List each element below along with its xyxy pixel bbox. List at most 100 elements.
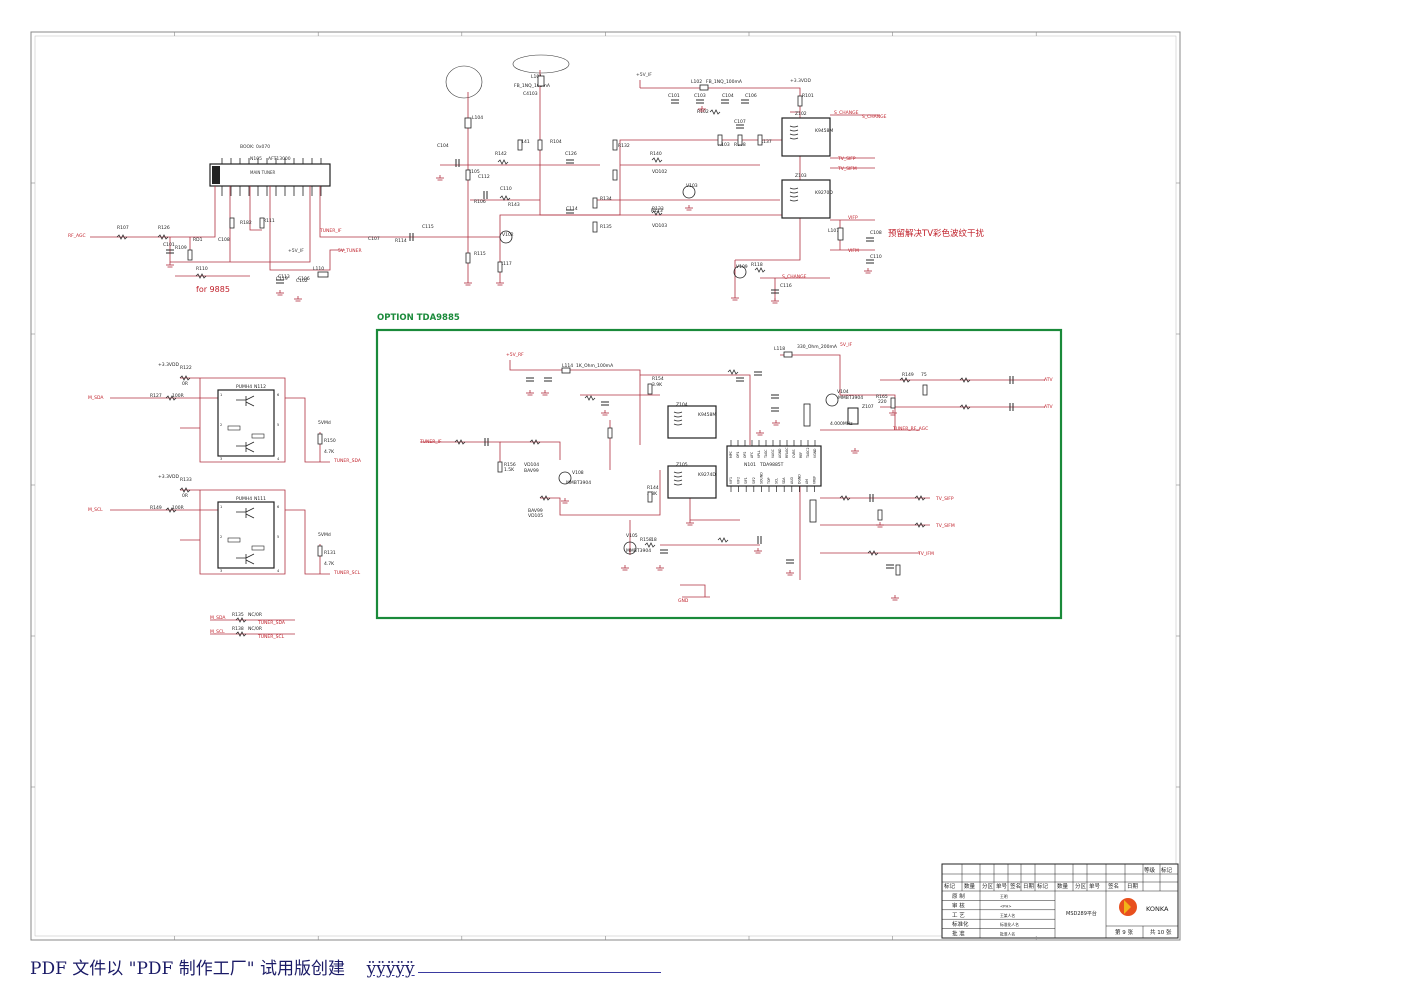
ic-pin-top-label: CVBS: [792, 449, 796, 458]
r140-symbol: [651, 157, 663, 163]
ground-symbol: [561, 498, 569, 504]
pin-num: 5: [277, 423, 279, 427]
top-mid-ref: R117: [500, 261, 512, 267]
ground-symbol: [756, 430, 764, 436]
z102-ref: Z102: [795, 111, 807, 117]
r103-symbol: [717, 134, 723, 146]
r133-symbol: [612, 169, 618, 181]
ic-pin-top-label: OP2: [743, 452, 747, 458]
ic-pin-top-label: MPC: [729, 450, 733, 458]
ground-symbol: [754, 548, 762, 554]
r135-symbol: [592, 221, 598, 233]
pdf-footer-line: [418, 972, 661, 973]
tuner-part: N105: [250, 156, 262, 162]
saw-coil: [673, 411, 683, 414]
saw-coil: [673, 423, 683, 426]
top-mid-ref: R114: [395, 238, 407, 244]
ground-symbol: [731, 295, 739, 301]
top-right-ref: C106: [745, 93, 757, 99]
saw-coil: [673, 483, 683, 486]
ic-pin-top-label: VGND: [813, 448, 817, 458]
top-right-ref: R113: [651, 208, 663, 214]
net-vifm: VIFM: [848, 248, 859, 254]
pumh4-res: [251, 433, 265, 439]
tb-brand: KONKA: [1146, 905, 1169, 913]
top-right-ref: R103: [718, 142, 730, 148]
r142-symbol: [497, 159, 509, 165]
tb-header-cell: 日期: [1127, 883, 1139, 890]
title-block-frame: [941, 863, 1179, 939]
ground-symbol: [786, 570, 794, 576]
top-mid-ref: C115: [422, 224, 434, 230]
r149-symbol: [899, 377, 911, 383]
pumh4-transistor: [236, 395, 255, 407]
pumh4-transistor: [236, 507, 255, 519]
top-mid-ref: C126: [565, 151, 577, 157]
top-mid-ref: R134: [600, 196, 612, 202]
saw-coil: [673, 479, 683, 482]
pin-num: 5: [277, 535, 279, 539]
net-5v-if-top: +5V_IF: [636, 72, 652, 78]
top-left-ref: R126: [158, 225, 170, 231]
r168-symbol: [877, 509, 883, 521]
option-part-label: R165: [876, 394, 888, 400]
c107-symbol: [736, 124, 744, 129]
c154-symbol: [771, 394, 779, 399]
net-s-change-bottom: S_CHANGE: [782, 274, 807, 280]
top-mid-ref: C112: [478, 174, 490, 180]
r137-symbol: [757, 134, 763, 146]
konka-logo-inner: [1124, 900, 1131, 914]
option-net-label: TV_IFM: [917, 551, 934, 557]
option-net-label: TV_SIFP: [935, 496, 954, 502]
top-right-ref: FB_1NQ_100mA: [706, 79, 743, 85]
top-mid-ref: R142: [495, 151, 507, 157]
net-rf-agc: RF_AGC: [68, 233, 86, 239]
r107-symbol: [116, 234, 128, 240]
jumper-val: NC/0R: [248, 626, 262, 632]
option-part-label: VD104: [524, 462, 539, 468]
ground-symbol: [166, 262, 174, 268]
ground-symbol: [772, 420, 780, 426]
r138-symbol: [717, 537, 729, 543]
ic-pin-bottom-label: SIF2: [752, 477, 756, 484]
pumh4-type: PUMH4: [236, 496, 252, 502]
tb-sheet-no: 第 9 张: [1115, 928, 1133, 936]
net-5v-if: +5V_IF: [288, 248, 304, 254]
ic-pin-bottom-label: SOUND: [759, 472, 763, 484]
ground-symbol: [541, 390, 549, 396]
r143-symbol: [499, 195, 511, 201]
r113-symbol: [651, 210, 663, 216]
crystal-value: 4.000MHz: [830, 421, 853, 427]
rf-agc-labels: RF_AGC TUNER_IF 5V_TUNER +5V_IF for 9885: [68, 228, 362, 294]
r155-symbol: [607, 427, 613, 439]
tda9885-model: TDA9885T: [759, 462, 784, 468]
option-wiring: [420, 354, 1045, 597]
r166-symbol: [454, 439, 466, 445]
option-part-label: 75: [921, 372, 927, 378]
saw-coil: [789, 125, 799, 128]
top-left-ref: R111: [263, 218, 275, 224]
rf-agc-chain: [90, 186, 460, 277]
option-part-label: 330_Ohm_200mA: [797, 344, 838, 350]
tb-header-cell: 日期: [1023, 883, 1035, 890]
ground-symbol: [436, 175, 444, 181]
c114-symbol: [566, 209, 574, 214]
option-part-label: 220: [878, 399, 887, 405]
tb-header-cell: 单号: [996, 882, 1008, 890]
top-mid-ref: L104: [472, 115, 483, 121]
option-part-label: 1.5K: [504, 467, 515, 473]
top-mid-ref: R106: [474, 199, 486, 205]
c110-symbol: [866, 259, 874, 264]
iic-jumpers: [210, 619, 295, 635]
top-mid-ref: C114: [566, 206, 578, 212]
tda9885-ic-body: [726, 445, 822, 487]
tb-role: 工 艺: [952, 912, 965, 919]
option-part-label: R154: [652, 376, 664, 382]
top-right-ref: L107: [828, 228, 839, 234]
c101-symbol: [671, 99, 679, 104]
